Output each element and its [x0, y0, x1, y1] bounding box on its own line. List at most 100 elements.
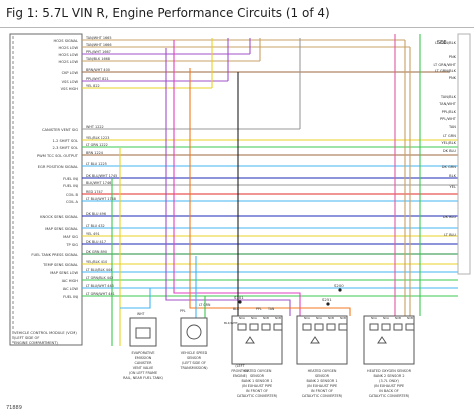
wire-label-left: LT GRN/WHT 441	[86, 292, 115, 296]
solenoid-coil-icon	[135, 327, 151, 339]
connector-pin-icon	[405, 323, 415, 331]
wire-label-left: DK BLU 417	[86, 240, 106, 244]
wire-label-right: YEL	[450, 185, 456, 189]
pin-label: NCA	[304, 316, 310, 320]
wire-label-right: DK BLU	[443, 149, 457, 153]
ecm-module-box	[9, 33, 83, 346]
o2-sensor-label-line: SENSOR	[250, 374, 265, 378]
wire-label-left: BRN/WHT 400	[86, 68, 110, 72]
wire-label-right: LT GRN/BLK	[435, 69, 456, 73]
ecm-pin-label: IAC HIGH	[62, 279, 79, 283]
wire-label-left: LT BLU/WHT 443	[86, 284, 114, 288]
ecm-pin-label: VSS HIGH	[61, 87, 79, 91]
pin-label: NCB	[263, 316, 269, 320]
connector-pin-icon	[326, 323, 336, 331]
wire-label-left: PPL/WHT 1667	[86, 50, 111, 54]
o2-sensor-label-line: HEATED OXYGEN	[243, 369, 272, 373]
wire-label-left: DK GRN 890	[86, 250, 107, 254]
ecm-pin-label: FUEL INJ	[63, 295, 78, 299]
pin-label: NCB	[407, 316, 413, 320]
ecm-pin-label: HO2S LOW	[59, 53, 79, 57]
connector-pin-icon	[338, 323, 348, 331]
connector-pin-icon	[273, 323, 283, 331]
wire-label-left: DK BLU 496	[86, 212, 106, 216]
splice-label: S200	[334, 283, 344, 288]
pin-label: TAN	[267, 307, 275, 311]
wire-label-left: YEL/BLK 1223	[86, 136, 109, 140]
pin-label: PPL	[180, 309, 186, 313]
wire-label-right: LT GRN/BLK	[435, 41, 456, 45]
wire	[120, 288, 151, 309]
o2-sensor-label-line: (3.7L ONLY)	[379, 379, 399, 383]
pin-label: NCB	[328, 316, 334, 320]
wire	[237, 72, 240, 347]
o2-sensor-box	[231, 315, 283, 365]
ground-label-line: FRONT OF	[231, 369, 248, 373]
wire-label-left: YEL/BLK 410	[86, 260, 107, 264]
pin-label: LT GRN	[199, 303, 211, 307]
figure-title: Fig 1: 5.7L VIN R, Engine Performance Ci…	[6, 6, 330, 20]
ecm-caption: VEHICLE CONTROL MODULE (VCM)(LEFT SIDE O…	[14, 331, 77, 345]
wire-label-left: LT BLU 432	[86, 224, 105, 228]
title-bar: Fig 1: 5.7L VIN R, Engine Performance Ci…	[0, 0, 474, 28]
wire-label-right: LT GRN/WHT	[434, 63, 457, 67]
o2-sensor-box	[363, 315, 415, 365]
pin-label: NCA	[383, 316, 389, 320]
splice-dot	[338, 288, 342, 292]
heater-element-icon	[245, 336, 255, 344]
vss-label-line: SENSOR	[187, 356, 202, 360]
ecm-caption-line: (LEFT SIDE OF	[14, 336, 39, 340]
o2-sensor-label-line: (IN EXHAUST PIPE	[307, 384, 337, 388]
vss-coil-icon	[186, 324, 202, 340]
splice-dot	[326, 302, 330, 306]
ecm-pin-label: EGR POSITION SIGNAL	[38, 165, 78, 169]
o2-sensor-label-line: CATALYTIC CONVERTER)	[369, 394, 410, 398]
o2-sensor-label-line: (IN EXHAUST PIPE	[242, 384, 272, 388]
ecm-pin-label: HO2S SIGNAL	[53, 39, 78, 43]
ecm-pin-label: CANISTER VENT SIG	[42, 128, 78, 132]
wire-label-right: TAN/BLK	[440, 95, 457, 99]
wire-label-left: BLK/WHT 1746	[86, 181, 111, 185]
wire-label-right: PNK	[449, 76, 457, 80]
wire-label-left: TAN/BLK 1668	[85, 57, 110, 61]
o2-sensor-label-line: SENSOR	[315, 374, 330, 378]
splice-label: S251	[322, 297, 332, 302]
connector-pin-icon	[302, 323, 312, 331]
wire-label-left: LT BLU 1225	[86, 162, 107, 166]
pin-label: BLK	[233, 307, 240, 311]
heater-element-icon	[377, 336, 387, 344]
vss-box	[180, 317, 208, 347]
ecm-pin-label: MAP SENS SIGNAL	[45, 227, 78, 231]
pin-label: NCA	[251, 316, 257, 320]
evap-label-line: EMISSION	[135, 356, 152, 360]
ecm-pin-label: IAC LOW	[63, 287, 79, 291]
wire-label-right: TAN	[448, 125, 456, 129]
ecm-pin-label: HO2S LOW	[59, 46, 79, 50]
ground-label-line: (LEFT	[235, 364, 245, 368]
wire-label-left: LT GRN/BLK 442	[86, 276, 113, 280]
wire-label-right: LT GRN	[443, 134, 456, 138]
ecm-caption-line: ENGINE COMPARTMENT)	[14, 341, 58, 345]
o2-sensor-label-line: CATALYTIC CONVERTER)	[302, 394, 343, 398]
vss-label-line: (LEFT SIDE OF	[182, 361, 206, 365]
ecm-pin-label: TEMP SENS SIGNAL	[42, 263, 78, 267]
wire-label-left: LT BLU/BLK 444	[86, 268, 112, 272]
ecm-pin-label: MAF SIG	[63, 235, 78, 239]
wire-label-right: DK BLU	[443, 215, 457, 219]
o2-sensor-label-line: IN BACK OF	[379, 389, 399, 393]
ecm-pin-label: 1-2 SHIFT SOL	[52, 139, 78, 143]
splice-dot	[238, 300, 242, 304]
wire-label-left: YEL 822	[86, 84, 100, 88]
ecm-pin-label: COIL B	[66, 193, 79, 197]
wire-label-right: BLK	[449, 174, 456, 178]
wire-label-right: YEL/BLK	[441, 141, 456, 145]
connector-pin-icon	[314, 323, 324, 331]
right-connector-strip	[457, 33, 471, 275]
ecm-caption-line: VEHICLE CONTROL MODULE (VCM)	[14, 331, 77, 335]
wire	[189, 68, 351, 316]
connector-pin-icon	[393, 323, 403, 331]
evap-label-line: EVAPORATIVE	[131, 351, 154, 355]
ecm-pin-label: HO2S LOW	[59, 60, 79, 64]
